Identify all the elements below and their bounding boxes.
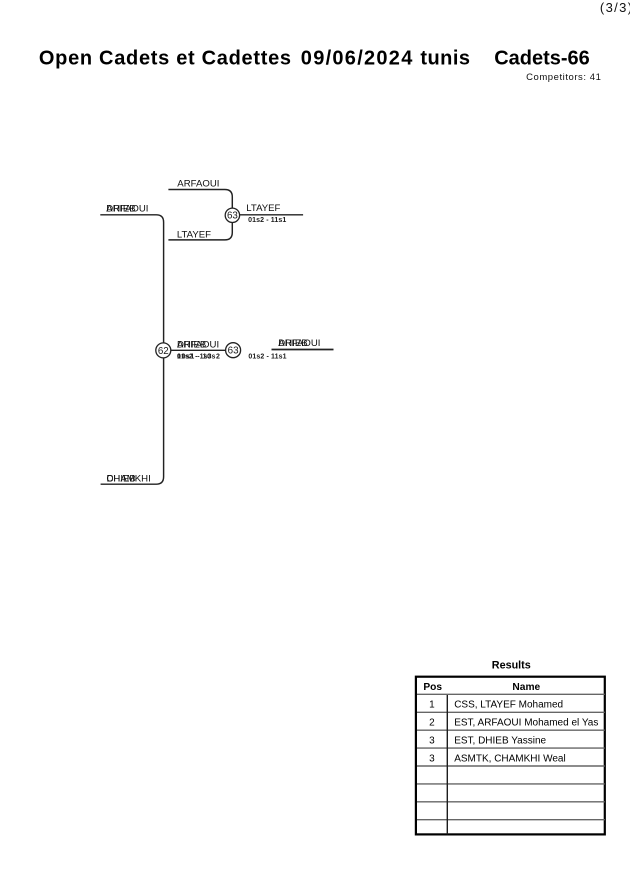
svg-text:01s2 - 11s1: 01s2 - 11s1 — [248, 354, 286, 361]
svg-text:Competitors: 41: Competitors: 41 — [526, 72, 601, 83]
svg-text:DHIEB: DHIEB — [106, 203, 135, 214]
svg-text:Name: Name — [512, 682, 540, 693]
svg-text:LTAYEF: LTAYEF — [246, 203, 280, 214]
svg-text:ARFAOUI: ARFAOUI — [177, 340, 219, 351]
svg-text:10s1 - 10s2: 10s1 - 10s2 — [177, 354, 220, 361]
svg-text:DHIEB: DHIEB — [107, 473, 136, 484]
svg-text:EST, ARFAOUI Mohamed el Yas: EST, ARFAOUI Mohamed el Yas — [454, 718, 598, 729]
svg-text:EST, DHIEB Yassine: EST, DHIEB Yassine — [454, 736, 546, 747]
svg-text:CSS, LTAYEF Mohamed: CSS, LTAYEF Mohamed — [454, 700, 563, 711]
svg-text:63: 63 — [228, 346, 239, 357]
svg-text:Open Cadets et Cadettes: Open Cadets et Cadettes — [39, 47, 292, 69]
svg-text:Pos: Pos — [423, 682, 442, 693]
svg-text:Cadets-66: Cadets-66 — [494, 47, 590, 69]
svg-text:DHIEB: DHIEB — [278, 338, 307, 349]
svg-text:Results: Results — [492, 659, 531, 671]
svg-text:01s2 - 1s3: 01s2 - 1s3 — [177, 354, 212, 361]
svg-text:ARFAOUI: ARFAOUI — [177, 179, 219, 190]
svg-text:01s2 - 11s1: 01s2 - 11s1 — [248, 217, 286, 224]
svg-text:LTAYEF: LTAYEF — [177, 229, 211, 240]
svg-text:1: 1 — [429, 700, 435, 711]
svg-text:ASMTK, CHAMKHI Weal: ASMTK, CHAMKHI Weal — [454, 754, 566, 765]
svg-text:ARFAOUI: ARFAOUI — [106, 203, 148, 214]
svg-text:63: 63 — [227, 211, 238, 222]
svg-text:3: 3 — [429, 754, 435, 765]
svg-text:09/06/2024: 09/06/2024 — [301, 47, 414, 69]
svg-text:CHAMKHI: CHAMKHI — [107, 473, 151, 484]
svg-text:3: 3 — [429, 736, 435, 747]
svg-text:DHIEB: DHIEB — [177, 340, 206, 351]
svg-text:tunis: tunis — [420, 47, 470, 69]
svg-text:ARFAOUI: ARFAOUI — [278, 338, 320, 349]
svg-text:(3/3): (3/3) — [600, 0, 630, 15]
svg-text:62: 62 — [158, 346, 169, 357]
svg-text:2: 2 — [429, 718, 435, 729]
